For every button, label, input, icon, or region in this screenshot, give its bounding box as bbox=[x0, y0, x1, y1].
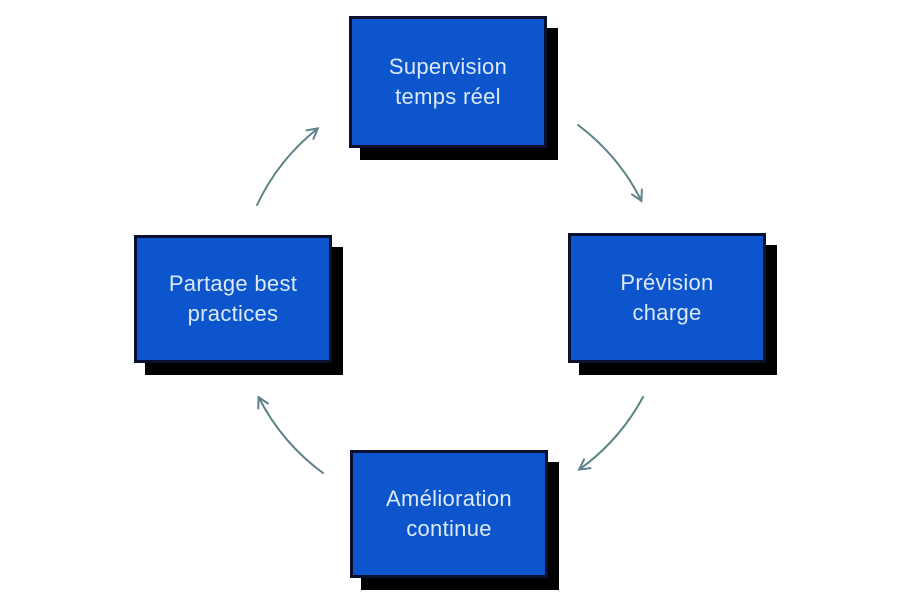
node-label: Partage best practices bbox=[168, 271, 298, 326]
node-label: Prévision charge bbox=[620, 270, 714, 325]
arrow-right-to-bottom bbox=[577, 396, 644, 471]
node-label: Supervision temps réel bbox=[388, 54, 508, 109]
cycle-node-supervision-temps-reel: Supervision temps réel bbox=[349, 16, 547, 148]
cycle-node-amelioration-continue: Amélioration continue bbox=[350, 450, 548, 578]
arrow-left-to-top bbox=[256, 127, 320, 206]
cycle-node-prevision-charge: Prévision charge bbox=[568, 233, 766, 363]
arrow-bottom-to-left bbox=[257, 395, 324, 474]
node-label: Amélioration continue bbox=[386, 486, 512, 541]
arrow-top-to-right bbox=[577, 124, 643, 203]
cycle-node-partage-best-practices: Partage best practices bbox=[134, 235, 332, 363]
